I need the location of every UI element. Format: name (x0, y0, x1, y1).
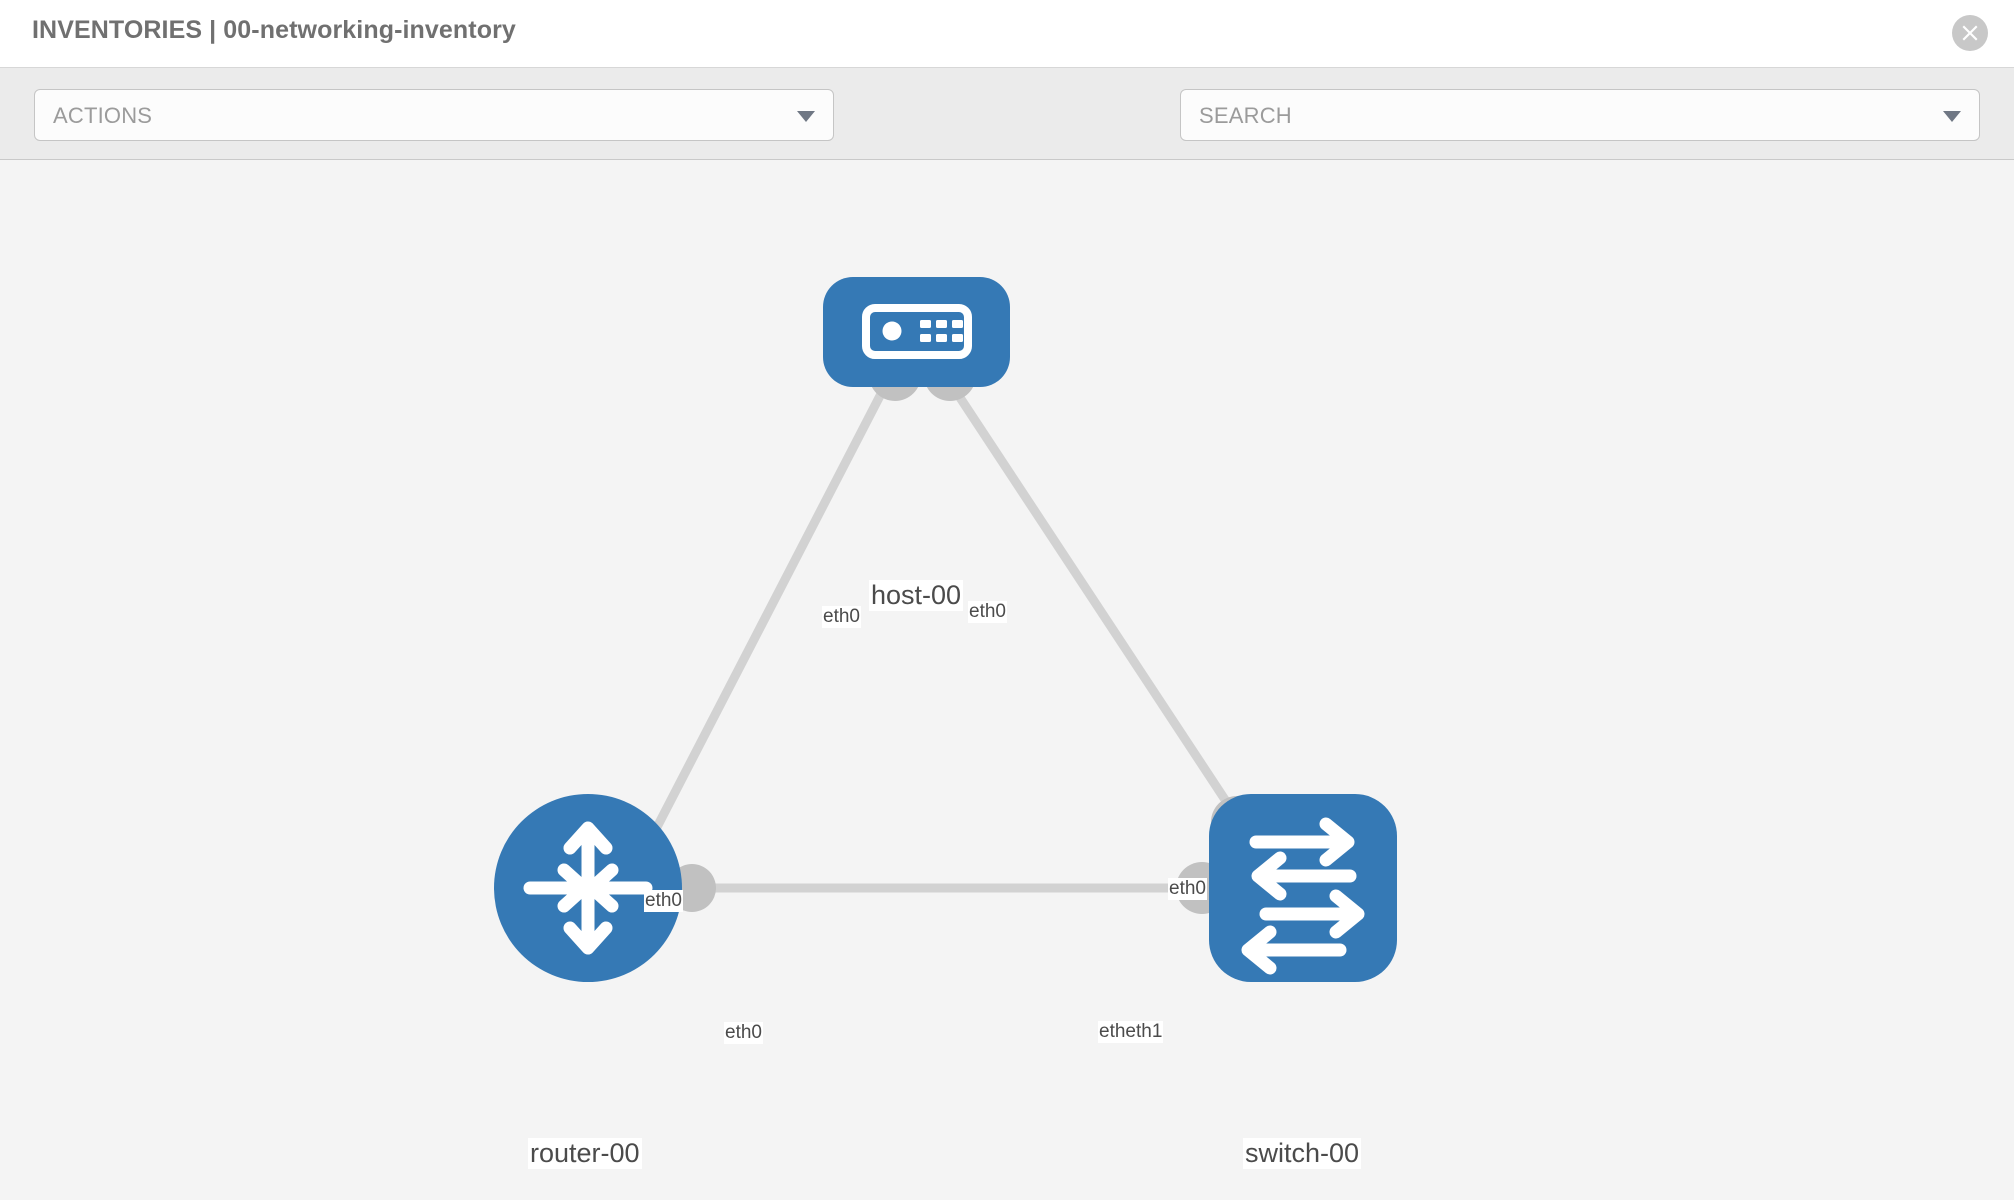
switch-arrows-icon (1241, 817, 1365, 975)
link-host00-router00[interactable] (636, 387, 887, 863)
node-host-00[interactable] (823, 277, 1010, 387)
iface-label-switch00-west[interactable]: etheth1 (1098, 1021, 1164, 1043)
topology-links (636, 387, 1249, 893)
iface-label-switch00-north[interactable]: eth0 (1168, 878, 1207, 900)
topology-canvas[interactable]: host-00 router-00 switch-00 eth0 eth0 et… (0, 160, 2014, 1200)
node-label-router-00[interactable]: router-00 (528, 1138, 642, 1169)
toolbar: ACTIONS SEARCH (0, 68, 2014, 195)
node-switch-00[interactable] (1209, 794, 1397, 982)
iface-label-router00-east[interactable]: eth0 (724, 1022, 763, 1044)
node-router-00[interactable] (494, 794, 682, 982)
iface-label-router00-north[interactable]: eth0 (644, 890, 683, 912)
page-header: INVENTORIES | 00-networking-inventory (0, 0, 2014, 68)
search-dropdown[interactable]: SEARCH (1180, 89, 1980, 141)
server-icon (862, 304, 972, 359)
chevron-down-icon (1943, 111, 1961, 122)
actions-dropdown[interactable]: ACTIONS (34, 89, 834, 141)
link-host00-switch00[interactable] (951, 387, 1249, 833)
actions-dropdown-label: ACTIONS (53, 103, 153, 128)
node-host-00-shape[interactable] (823, 277, 1010, 387)
node-label-switch-00[interactable]: switch-00 (1243, 1138, 1362, 1169)
chevron-down-icon (797, 111, 815, 122)
router-arrows-icon (523, 821, 653, 955)
iface-label-host00-right[interactable]: eth0 (968, 601, 1007, 623)
topology-graph (494, 277, 1397, 982)
search-input[interactable]: SEARCH (1199, 103, 1292, 128)
close-icon[interactable] (1952, 15, 1988, 51)
page-title: INVENTORIES | 00-networking-inventory (32, 16, 516, 44)
close-icon-glyph (1962, 25, 1978, 41)
iface-label-host00-left[interactable]: eth0 (822, 606, 861, 628)
node-label-host-00[interactable]: host-00 (869, 580, 964, 611)
